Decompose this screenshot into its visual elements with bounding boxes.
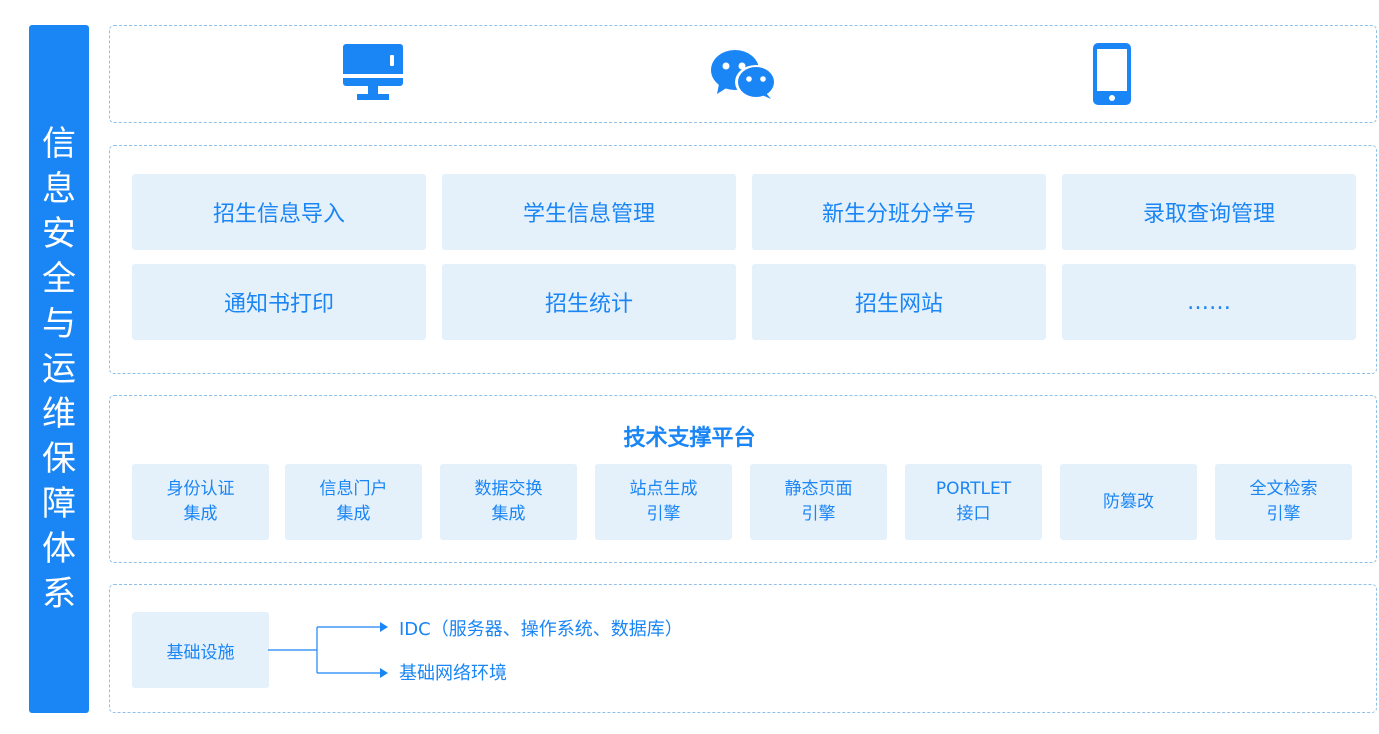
- module-admission-stats: 招生统计: [442, 264, 736, 340]
- tech-site-generation: 站点生成 引擎: [595, 464, 732, 540]
- tech-anti-tamper: 防篡改: [1060, 464, 1197, 540]
- tech-platform-title: 技术支撑平台: [623, 426, 756, 451]
- module-notice-print: 通知书打印: [132, 264, 426, 340]
- module-admission-website: 招生网站: [752, 264, 1046, 340]
- desktop-monitor-icon: [343, 44, 403, 102]
- tech-static-page: 静态页面 引擎: [750, 464, 887, 540]
- tech-platform-panel: [109, 395, 1377, 563]
- module-class-assignment: 新生分班分学号: [752, 174, 1046, 250]
- module-admission-query: 录取查询管理: [1062, 174, 1356, 250]
- infrastructure-connector: [268, 622, 388, 678]
- infrastructure-panel: [109, 584, 1377, 713]
- tech-data-exchange: 数据交换 集成: [440, 464, 577, 540]
- channels-panel: [109, 25, 1377, 123]
- tech-info-portal: 信息门户 集成: [285, 464, 422, 540]
- tech-identity-auth: 身份认证 集成: [132, 464, 269, 540]
- wechat-icon: [711, 50, 777, 100]
- infrastructure-idc: IDC（服务器、操作系统、数据库）: [399, 619, 683, 640]
- mobile-phone-icon: [1093, 43, 1131, 105]
- infrastructure-network: 基础网络环境: [399, 663, 507, 684]
- module-more: ……: [1062, 264, 1356, 340]
- modules-panel: [109, 145, 1377, 374]
- sidebar-title: 信息安全与运维保障体系: [42, 123, 76, 614]
- sidebar-banner: 信息安全与运维保障体系: [29, 25, 89, 713]
- module-admission-import: 招生信息导入: [132, 174, 426, 250]
- module-student-info: 学生信息管理: [442, 174, 736, 250]
- infrastructure-box: 基础设施: [132, 612, 269, 688]
- tech-portlet-interface: PORTLET 接口: [905, 464, 1042, 540]
- tech-fulltext-search: 全文检索 引擎: [1215, 464, 1352, 540]
